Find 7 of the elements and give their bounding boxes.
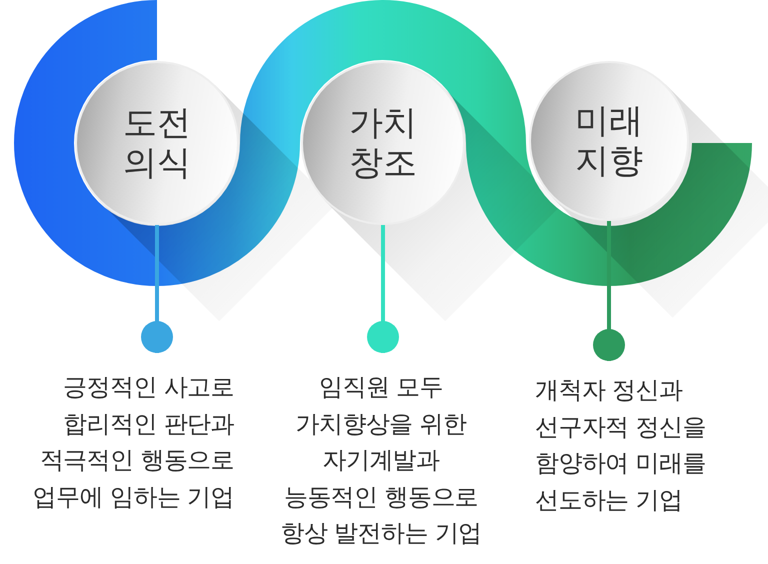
description-text: 개척자 정신과 선구자적 정신을 함양하여 미래를 선도하는 기업: [535, 361, 706, 518]
leader-line: [141, 225, 173, 353]
title-circle: 미래 지향: [529, 61, 689, 221]
leader-line: [367, 225, 399, 353]
description-text: 긍정적인 사고로 합리적인 판단과 적극적인 행동으로 업무에 임하는 기업: [32, 353, 234, 515]
leader-line: [593, 221, 625, 361]
description-text: 임직원 모두 가치향상을 위한 자기계발과 능동적인 행동으로 항상 발전하는 기업: [280, 353, 482, 552]
